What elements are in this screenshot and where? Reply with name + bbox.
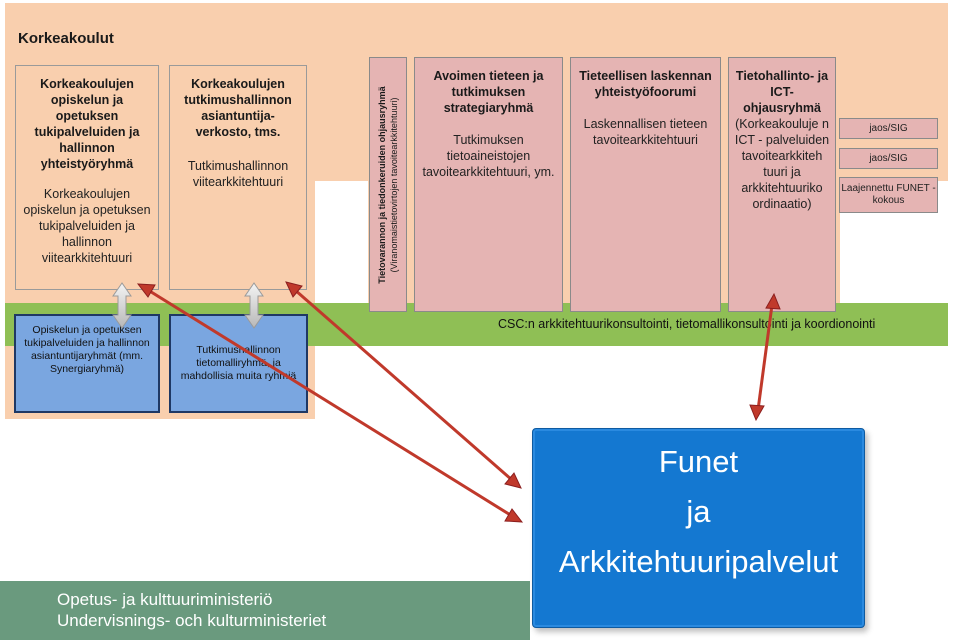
footer-line2: Undervisnings- och kulturministeriet	[57, 611, 327, 630]
box-tietohallinto-ict-ohjausryhma: Tietohallinto- ja ICT-ohjausryhmä (Korke…	[728, 57, 836, 312]
funet-line3: Arkkitehtuuripalvelut	[558, 544, 839, 579]
box-heading: Tietohallinto- ja ICT-ohjausryhmä	[735, 69, 829, 115]
csc-text: CSC:n arkkitehtuurikonsultointi, tietoma…	[498, 317, 876, 331]
red-arrow-ict-funet	[749, 292, 781, 422]
box-opiskelu-yhteistyoryhma: Korkeakoulujen opiskelun ja opetuksen tu…	[15, 65, 159, 290]
box-body: Korkeakoulujen opiskelun ja opetuksen tu…	[23, 187, 151, 265]
box-tietovaranto-ohjausryhma: Tietovarannon ja tiedonkeruiden ohjausry…	[369, 57, 407, 312]
jaos-sig-box: jaos/SIG	[839, 118, 938, 139]
laajennettu-funet-box: Laajennettu FUNET -kokous	[839, 177, 938, 213]
ministry-footer: Opetus- ja kulttuuriministeriö Undervisn…	[0, 581, 530, 640]
section-title: Korkeakoulut	[18, 30, 114, 47]
box-heading: Avoimen tieteen ja tutkimuksen strategia…	[433, 69, 544, 115]
box-heading: Korkeakoulujen tutkimushallinnon asiantu…	[184, 77, 292, 139]
funet-line1: Funet	[658, 444, 739, 479]
blue-box-asiantuntijaryhmat: Opiskelun ja opetuksen tukipalveluiden j…	[14, 314, 160, 413]
grey-double-arrow	[112, 282, 132, 329]
box-tutkimushallinto-verkosto: Korkeakoulujen tutkimushallinnon asiantu…	[169, 65, 307, 290]
red-arrow-box2-funet	[285, 281, 522, 489]
box-avoin-tiede-strategiaryhma: Avoimen tieteen ja tutkimuksen strategia…	[414, 57, 563, 312]
box-body: (Korkeakouluje n ICT - palveluiden tavoi…	[734, 117, 830, 211]
grey-double-arrow	[244, 282, 264, 329]
box-body: Laskennallisen tieteen tavoitearkkitehtu…	[583, 117, 708, 147]
footer-line1: Opetus- ja kulttuuriministeriö	[57, 590, 273, 609]
box-body: Tutkimushallinnon viitearkkitehtuuri	[187, 159, 289, 189]
jaos-sig-box: jaos/SIG	[839, 148, 938, 169]
red-arrow-box1-funet	[136, 283, 524, 523]
box-tieteellinen-laskenta-foorumi: Tieteellisen laskennan yhteistyöfoorumi …	[570, 57, 721, 312]
funet-arkkitehtuuripalvelut-box: Funet ja Arkkitehtuuripalvelut	[532, 428, 865, 628]
box-heading: Korkeakoulujen opiskelun ja opetuksen tu…	[34, 77, 140, 171]
funet-line2: ja	[686, 494, 711, 529]
box-body: Tutkimuksen tietoaineistojen tavoitearkk…	[422, 133, 555, 179]
box-heading: Tieteellisen laskennan yhteistyöfoorumi	[579, 69, 712, 99]
